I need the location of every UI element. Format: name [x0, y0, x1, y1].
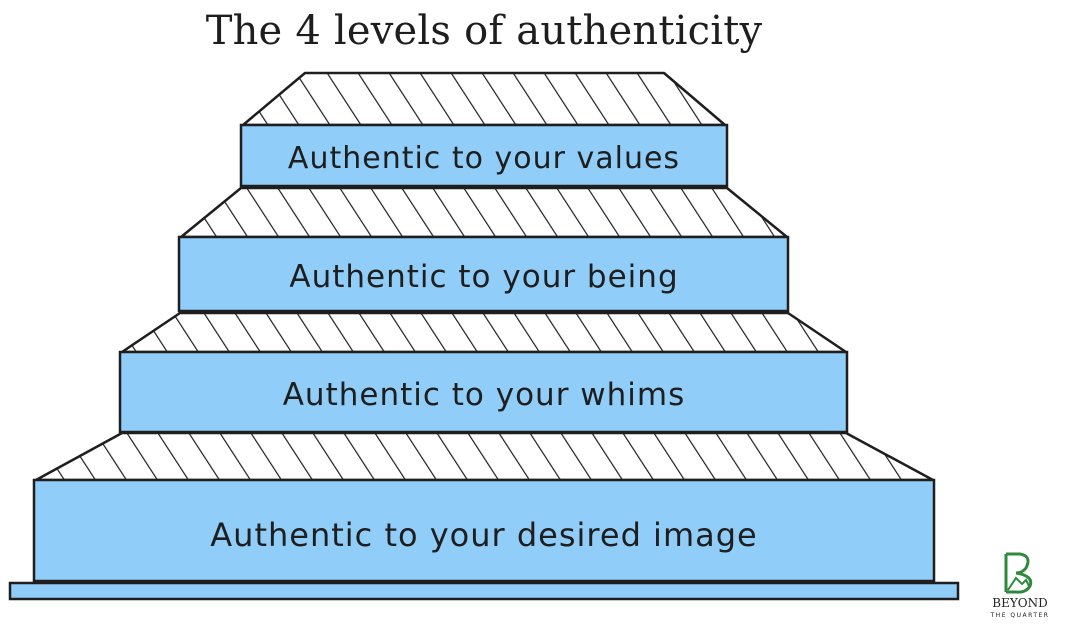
level-4-label: Authentic to your desired image	[210, 516, 757, 554]
logo-subtitle: THE QUARTER	[990, 612, 1050, 619]
brand-logo: BEYOND THE QUARTER	[980, 552, 1060, 624]
level-2-label: Authentic to your being	[289, 259, 678, 295]
level-3-step	[118, 350, 849, 434]
level-3-top-hatch	[120, 311, 848, 354]
level-2-top-hatch	[179, 186, 789, 239]
level-2-step	[177, 235, 790, 313]
b-mountain-logo-icon	[1004, 552, 1033, 594]
level-4-top-hatch	[34, 431, 935, 482]
level-1-step	[239, 123, 729, 188]
diagram-title: The 4 levels of authenticity	[205, 8, 763, 54]
level-4-step	[32, 478, 936, 583]
level-1-top-hatch	[241, 71, 727, 127]
pyramid-base-plate	[8, 581, 960, 601]
level-1-label: Authentic to your values	[288, 141, 680, 176]
level-3-label: Authentic to your whims	[283, 377, 686, 413]
logo-name: BEYOND	[992, 596, 1048, 610]
